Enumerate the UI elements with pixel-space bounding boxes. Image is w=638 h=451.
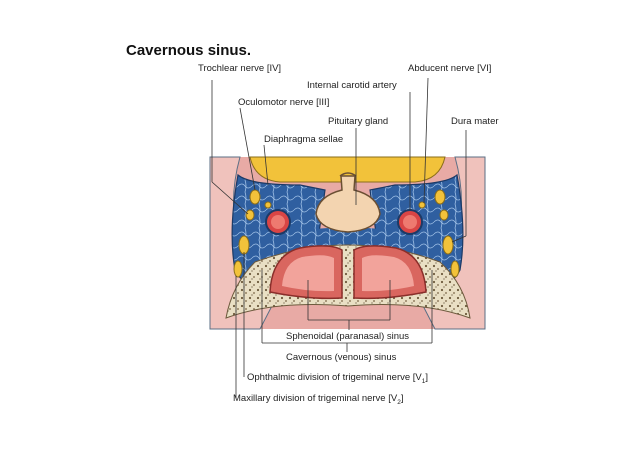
label-maxillary-division: Maxillary division of trigeminal nerve [… — [233, 393, 403, 408]
label-diaphragma-sellae: Diaphragma sellae — [264, 134, 344, 145]
ophthalmic-text: Ophthalmic division of trigeminal nerve … — [247, 372, 422, 383]
left-maxillary-nerve — [233, 260, 243, 278]
pituitary-stalk-outline — [339, 172, 357, 177]
label-sphenoidal-sinus: Sphenoidal (paranasal) sinus — [286, 331, 410, 342]
maxillary-subscript: 2 — [397, 398, 401, 406]
right-trochlear-nerve — [439, 209, 449, 221]
label-dura-mater: Dura mater — [451, 116, 499, 127]
label-oculomotor-nerve: Oculomotor nerve [III] — [238, 97, 330, 108]
ophthalmic-subscript: 1 — [421, 377, 426, 385]
right-sphenoidal-sinus-inner — [362, 255, 414, 292]
dura-leader-b — [451, 235, 467, 243]
right-oculomotor-nerve — [434, 189, 446, 205]
left-oculomotor-nerve — [249, 189, 261, 205]
label-ophthalmic-division: Ophthalmic division of trigeminal nerve … — [247, 372, 428, 387]
abducent-leader — [423, 77, 429, 204]
left-abducent-nerve — [264, 201, 272, 209]
maxillary-close: ] — [400, 393, 404, 404]
label-abducent-nerve: Abducent nerve [VI] — [408, 63, 492, 74]
label-trochlear-nerve: Trochlear nerve [IV] — [198, 63, 282, 74]
left-trochlear-nerve — [245, 209, 255, 221]
label-pituitary-gland: Pituitary gland — [328, 116, 389, 127]
ophthalmic-close: ] — [425, 372, 429, 383]
maxillary-text: Maxillary division of trigeminal nerve [… — [233, 393, 398, 404]
left-carotid-lumen — [271, 215, 285, 229]
right-ophthalmic-nerve — [442, 235, 454, 255]
upper-tissue — [249, 156, 446, 183]
leader-lines — [211, 77, 467, 398]
label-internal-carotid-artery: Internal carotid artery — [307, 80, 397, 91]
right-maxillary-nerve — [450, 260, 460, 278]
left-ophthalmic-nerve — [238, 235, 250, 255]
page-title: Cavernous sinus. — [126, 42, 252, 59]
pituitary-gland — [315, 175, 381, 233]
right-carotid-lumen — [403, 215, 417, 229]
right-abducent-nerve — [418, 201, 426, 209]
oculomotor-leader — [239, 107, 256, 191]
left-sphenoidal-sinus-inner — [282, 255, 334, 292]
label-cavernous-sinus: Cavernous (venous) sinus — [286, 352, 397, 363]
trochlear-leader-b — [211, 181, 249, 215]
diaphragma-leader — [263, 144, 269, 186]
